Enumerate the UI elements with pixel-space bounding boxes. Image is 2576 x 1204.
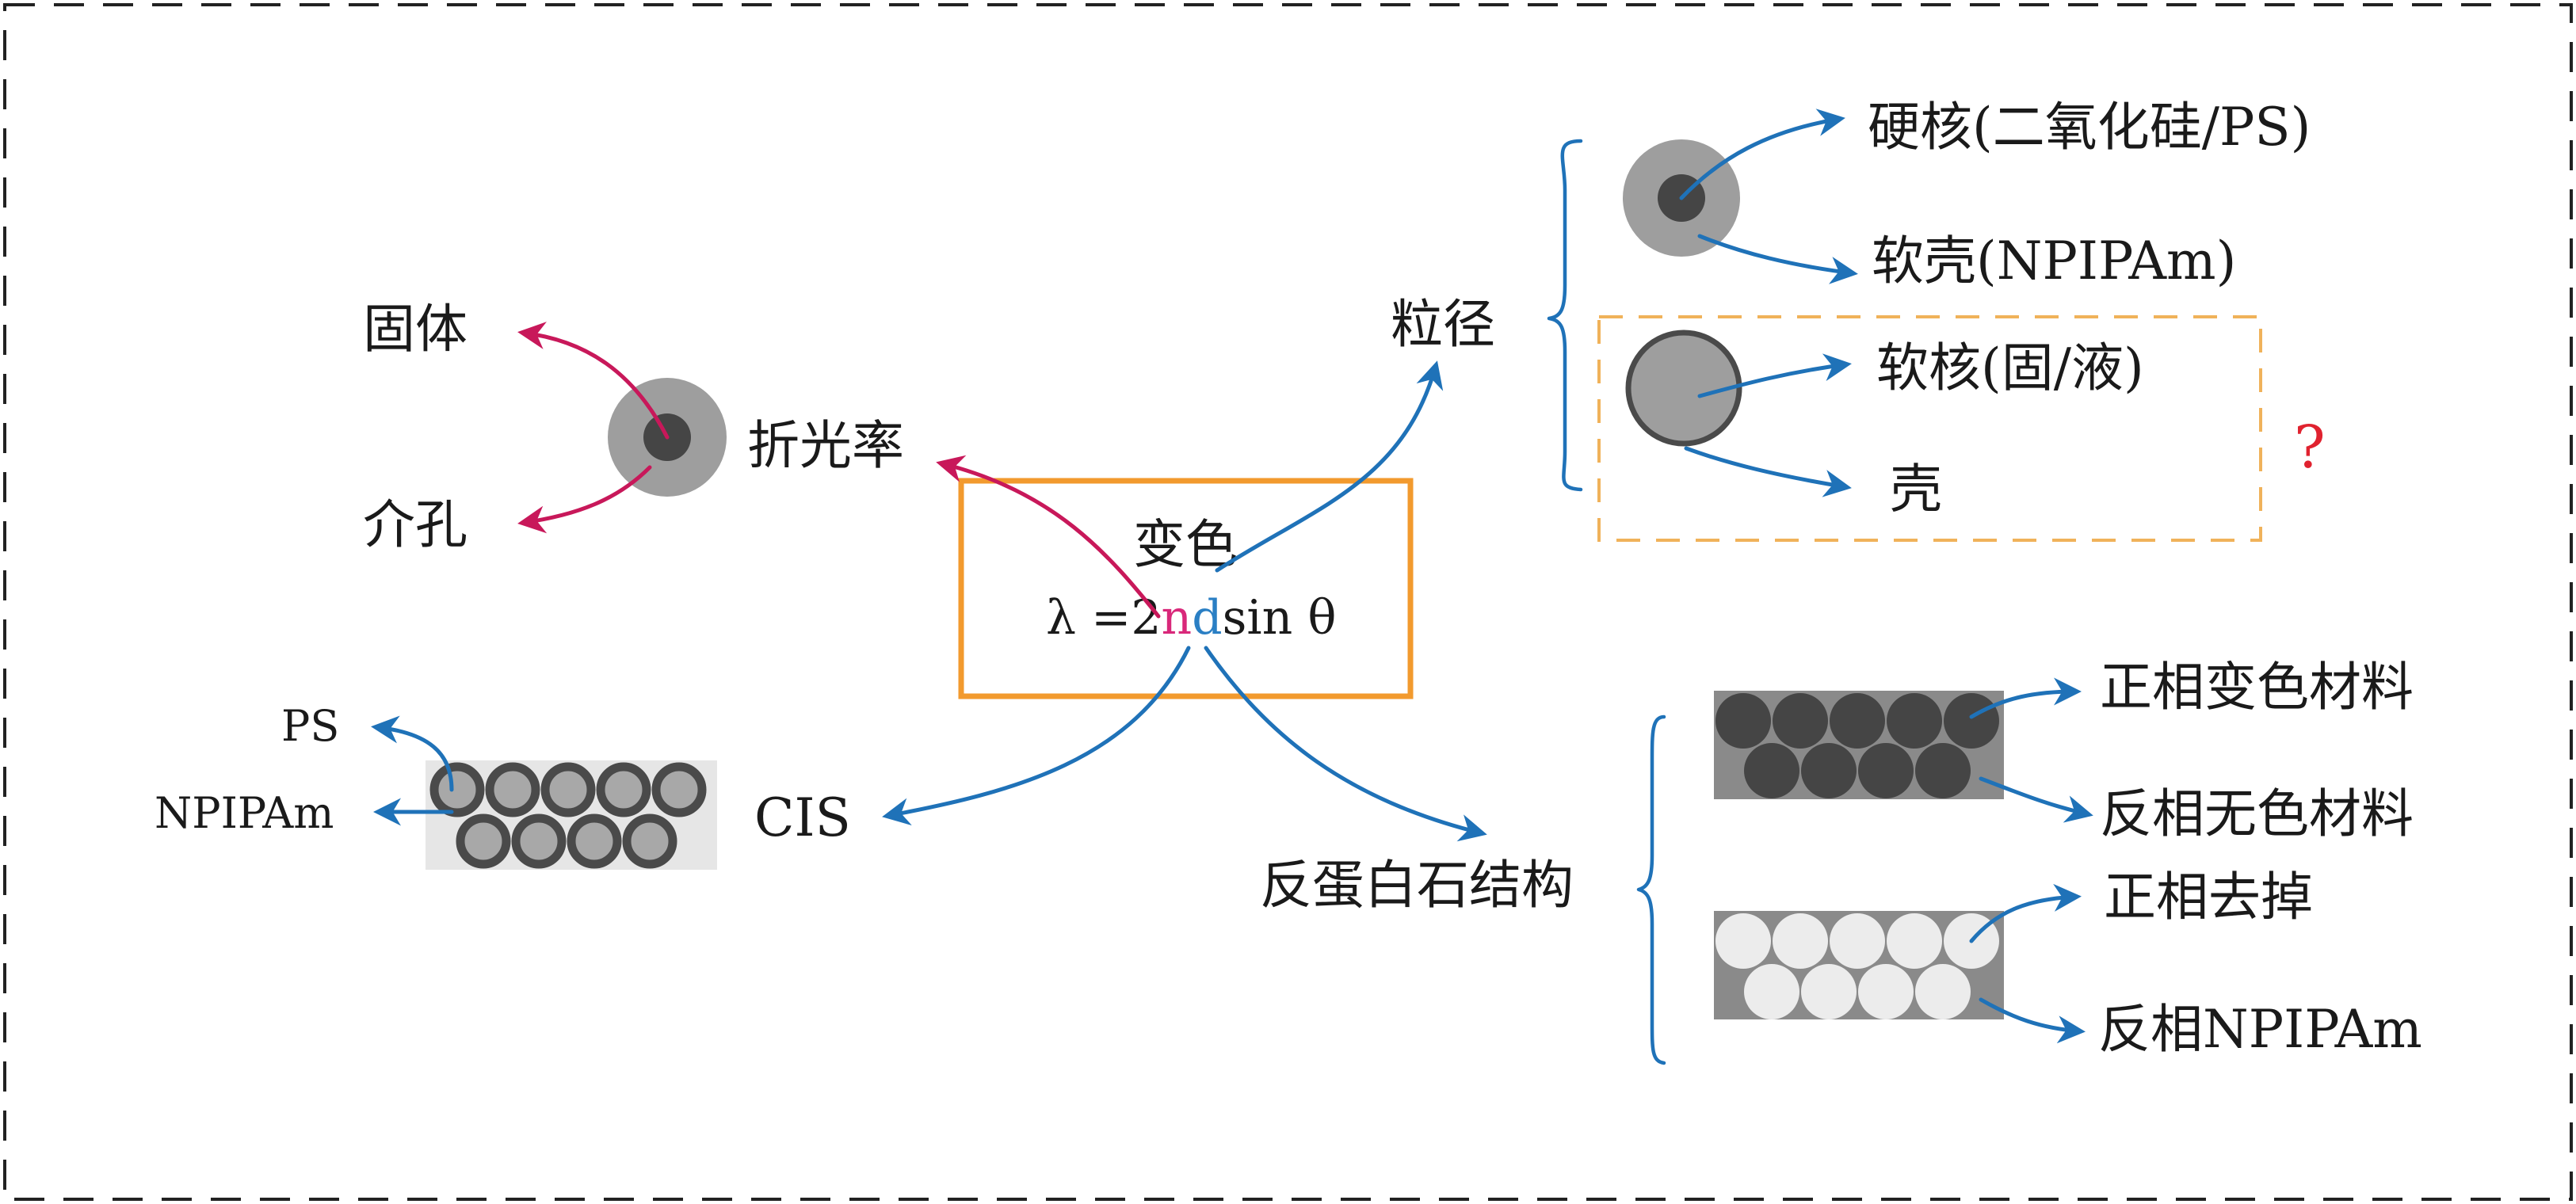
hard-core-label: 硬核(二氧化硅/PS) [1868,97,2311,158]
formula-d: d [1192,590,1222,646]
center-box [958,478,1414,699]
arrow-to-cis [882,646,1191,826]
arrow-to-negative-npipam [1979,997,2086,1044]
dark-particle [1915,743,1971,798]
dark-particle [1715,693,1771,749]
cis-label: CIS [754,787,851,848]
arrow-to-particle-size [1215,360,1444,573]
positive-array-particles [1715,693,1999,798]
dark-particle [1830,693,1885,749]
dark-particle [1744,743,1799,798]
soft-shell-label: 软壳(NPIPAm) [1872,231,2236,291]
cis-particle [485,762,540,817]
cis-particles [429,762,707,869]
soft-core-dashed-box [1597,315,2262,542]
question-mark: ? [2294,413,2326,482]
particle-size-label: 粒径 [1391,294,1495,355]
cis-particle [540,762,596,817]
dark-particle [1944,693,1999,749]
cis-npipam-label: NPIPAm [155,788,334,838]
light-particle [1801,964,1857,1019]
cis-particle [511,813,567,869]
inverse-opal-label: 反蛋白石结构 [1260,855,1574,916]
shell-label: 壳 [1890,459,1942,520]
dark-particle [1801,743,1857,798]
arrow-to-solid [517,322,670,440]
arrow-to-inverse-opal [1204,646,1487,842]
light-particle [1773,913,1828,969]
light-particle [1915,964,1971,1019]
formula-n: n [1162,590,1193,646]
cis-particle [596,762,651,817]
arrow-to-negative-colorless [1979,776,2093,823]
cis-particle [567,813,622,869]
light-particle [1830,913,1885,969]
arrow-to-hard-core [1679,109,1845,200]
positive-removed-label: 正相去掉 [2104,867,2313,928]
arrow-to-ps [371,715,454,792]
arrow-to-refractive-index [936,455,1161,619]
arrow-to-positive-removed [1969,883,2082,943]
particle-size-brace [1547,139,1583,492]
soft-core-label: 软核(固/液) [1876,337,2144,398]
bragg-formula: λ =2ndsin θ [1046,590,1336,646]
cis-ps-label: PS [281,701,339,751]
positive-color-label: 正相变色材料 [2100,657,2414,718]
light-particle [1744,964,1799,1019]
light-particle [1858,964,1914,1019]
inverse-opal-brace [1636,714,1666,1065]
solid-label: 固体 [363,299,467,360]
cis-particle [456,813,511,869]
soft-core-particle [1625,330,1742,447]
dark-particle [1858,743,1914,798]
dark-particle [1773,693,1828,749]
dark-particle [1887,693,1942,749]
outer-dashed-frame [3,3,2573,1201]
refractive-index-label: 折光率 [747,415,904,476]
negative-colorless-label: 反相无色材料 [2100,783,2414,844]
arrow-to-shell [1684,446,1852,497]
arrow-to-positive-color [1969,677,2082,719]
arrow-to-soft-core [1697,353,1852,398]
light-particle [1887,913,1942,969]
cis-particle [651,762,707,817]
negative-npipam-label: 反相NPIPAm [2098,999,2422,1060]
formula-prefix: λ =2 [1046,590,1162,646]
center-title: 变色 [1133,514,1238,575]
arrow-to-mesoporous [517,465,652,534]
cis-particle [429,762,485,817]
formula-suffix: sin θ [1223,590,1337,646]
arrow-to-soft-shell [1697,234,1858,284]
cis-particle [622,813,677,869]
light-particle [1715,913,1771,969]
mesoporous-label: 介孔 [363,494,467,555]
